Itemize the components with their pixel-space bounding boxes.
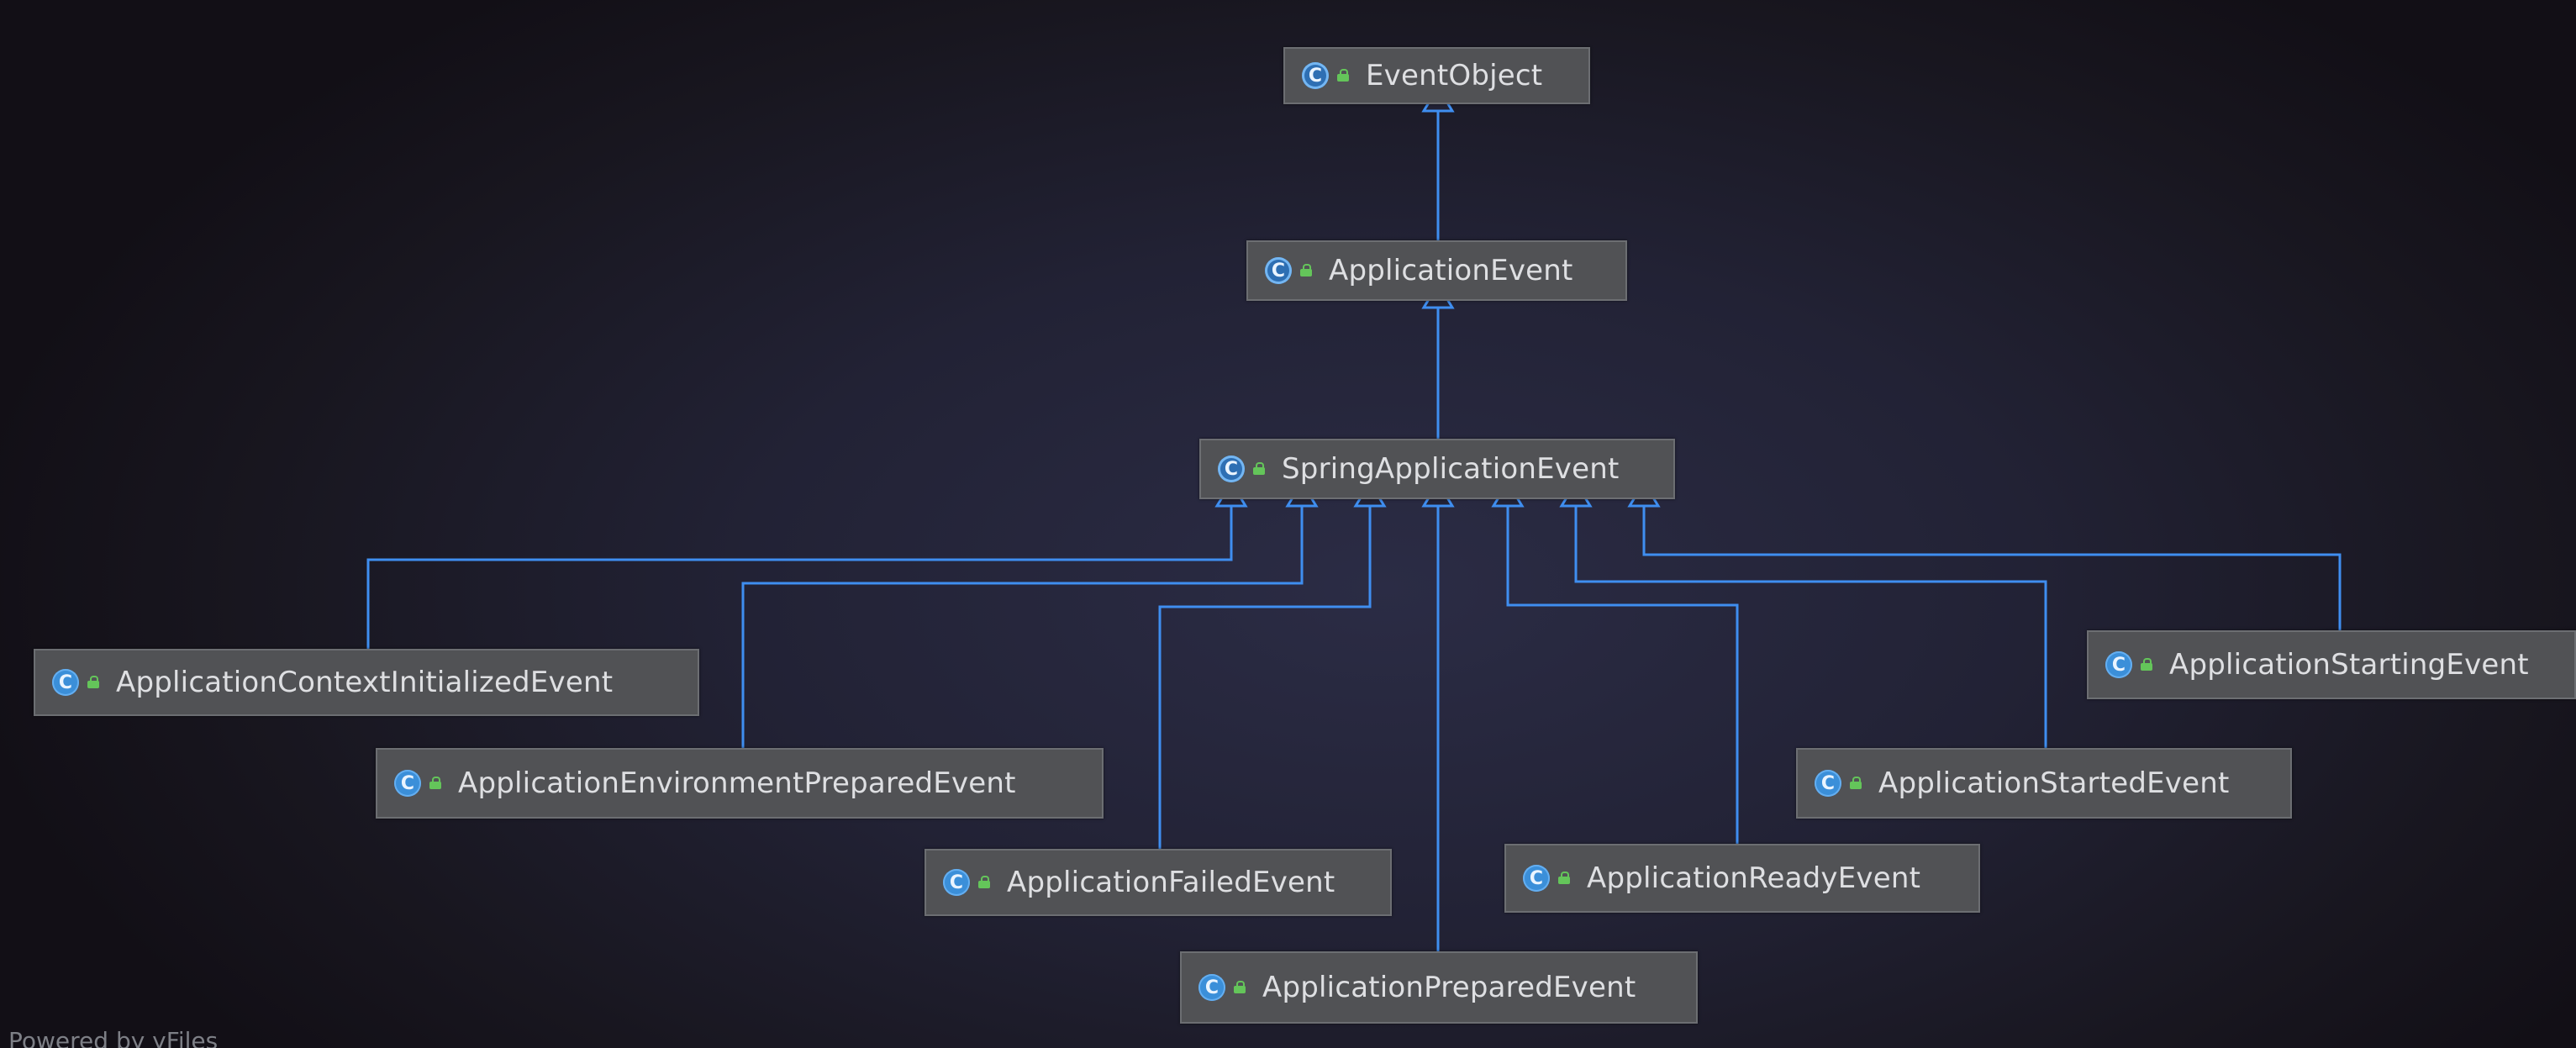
class-icon: C — [1265, 257, 1292, 284]
edge-application-failed-event — [1158, 506, 1372, 849]
node-label: ApplicationEnvironmentPreparedEvent — [458, 766, 1016, 800]
node-label: ApplicationReadyEvent — [1587, 861, 1921, 895]
node-application-event[interactable]: C ApplicationEvent — [1246, 240, 1627, 301]
public-lock-icon — [2141, 657, 2154, 671]
public-lock-icon — [1850, 776, 1863, 789]
node-application-environment-prepared-event[interactable]: C ApplicationEnvironmentPreparedEvent — [376, 748, 1104, 819]
node-label: ApplicationPreparedEvent — [1262, 971, 1636, 1004]
node-application-failed-event[interactable]: C ApplicationFailedEvent — [925, 849, 1392, 916]
public-lock-icon — [87, 675, 101, 688]
public-lock-icon — [429, 776, 443, 789]
edge-application-environment-prepared-event — [741, 506, 1304, 748]
node-application-context-initialized-event[interactable]: C ApplicationContextInitializedEvent — [34, 649, 699, 716]
node-label: ApplicationEvent — [1329, 254, 1573, 287]
class-icon: C — [52, 669, 79, 696]
class-icon: C — [1218, 456, 1245, 482]
edge-application-ready-event — [1506, 506, 1739, 844]
node-label: ApplicationStartingEvent — [2169, 648, 2529, 682]
node-label: ApplicationStartedEvent — [1878, 766, 2230, 800]
node-application-started-event[interactable]: C ApplicationStartedEvent — [1796, 748, 2292, 819]
node-application-prepared-event[interactable]: C ApplicationPreparedEvent — [1180, 951, 1698, 1024]
node-label: SpringApplicationEvent — [1282, 452, 1620, 486]
class-icon: C — [1523, 865, 1550, 892]
public-lock-icon — [1234, 980, 1247, 993]
public-lock-icon — [1337, 68, 1351, 82]
class-icon: C — [1302, 62, 1329, 89]
class-icon: C — [2105, 651, 2132, 678]
node-label: ApplicationFailedEvent — [1007, 866, 1335, 899]
node-label: EventObject — [1366, 59, 1543, 92]
class-icon: C — [943, 869, 970, 896]
edge-application-starting-event — [1642, 506, 2342, 630]
public-lock-icon — [978, 875, 992, 888]
node-spring-application-event[interactable]: C SpringApplicationEvent — [1199, 439, 1675, 499]
class-icon: C — [1198, 974, 1225, 1001]
public-lock-icon — [1253, 461, 1267, 475]
node-application-starting-event[interactable]: C ApplicationStartingEvent — [2087, 630, 2576, 699]
edge-application-context-initialized-event — [366, 506, 1233, 649]
edge-application-started-event — [1574, 506, 2047, 748]
class-icon: C — [1815, 770, 1841, 797]
node-event-object[interactable]: C EventObject — [1283, 47, 1590, 104]
public-lock-icon — [1300, 263, 1314, 276]
footer-text: Powered by yFiles — [8, 1027, 219, 1048]
class-icon: C — [394, 770, 421, 797]
node-application-ready-event[interactable]: C ApplicationReadyEvent — [1504, 844, 1980, 913]
node-label: ApplicationContextInitializedEvent — [116, 666, 614, 699]
public-lock-icon — [1558, 871, 1572, 884]
